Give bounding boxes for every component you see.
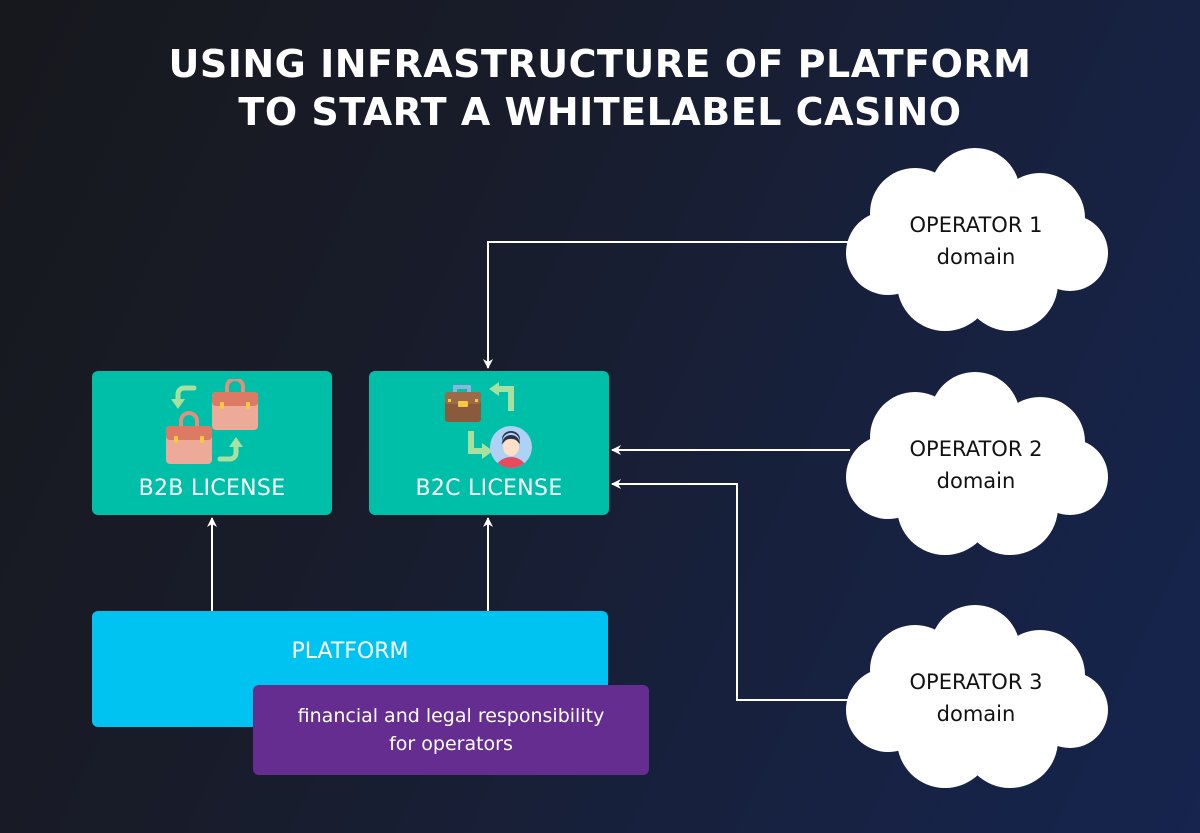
operator-1-cloud: OPERATOR 1 domain [840,148,1112,334]
operator-3-name: OPERATOR 3 [909,670,1043,694]
cloud-icon [846,605,1108,788]
briefcase-to-person-icon [445,382,532,468]
arrow-operator1-to-b2c [483,241,850,369]
operator-2-domain: domain [936,469,1016,493]
b2b-license-label: B2B LICENSE [138,476,286,501]
diagram-title: USING INFRASTRUCTURE OF PLATFORM TO STAR… [0,40,1200,136]
title-line-2: TO START A WHITELABEL CASINO [238,90,962,134]
b2c-license-label: B2C LICENSE [415,476,563,501]
cloud-icon [846,148,1108,331]
b2c-license-box: B2C LICENSE [369,371,609,515]
responsibility-line-1: financial and legal responsibility [297,705,605,727]
operator-1-name: OPERATOR 1 [909,213,1043,237]
title-line-1: USING INFRASTRUCTURE OF PLATFORM [168,42,1032,86]
operator-3-cloud: OPERATOR 3 domain [840,605,1112,791]
operator-1-domain: domain [936,245,1016,269]
operator-3-domain: domain [936,702,1016,726]
platform-label: PLATFORM [291,639,409,664]
arrow-operator3-to-b2c [611,479,850,701]
cloud-icon [846,372,1108,555]
operator-2-name: OPERATOR 2 [909,437,1043,461]
responsibility-line-2: for operators [389,733,513,755]
briefcase-exchange-icon [166,379,258,464]
responsibility-box: financial and legal responsibility for o… [253,685,649,775]
b2b-license-box: B2B LICENSE [92,371,332,515]
operator-2-cloud: OPERATOR 2 domain [840,372,1112,558]
